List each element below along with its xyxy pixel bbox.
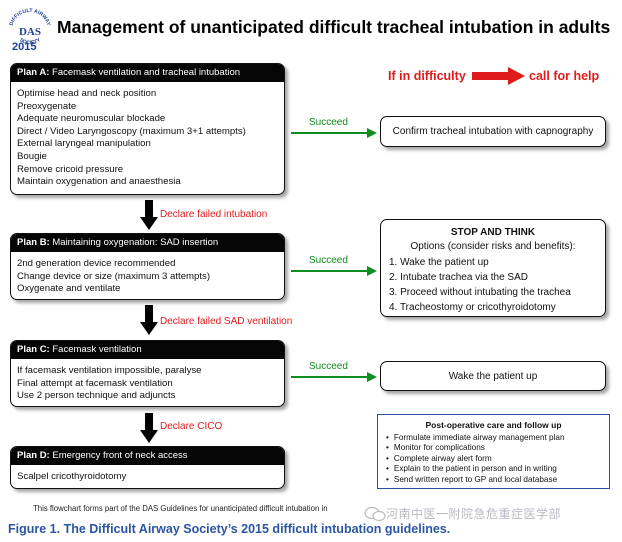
plan-a-box: Plan A: Facemask ventilation and trachea… [10, 63, 285, 195]
post-operative-item: Formulate immediate airway management pl… [386, 433, 609, 443]
down-arrow-c-d-icon [140, 413, 158, 443]
watermark: 河南中医一附院急危重症医学部 [364, 505, 561, 522]
logo-year: 2015 [12, 41, 37, 53]
plan-a-label: Plan A: [17, 67, 50, 78]
plan-a-items: Optimise head and neck position Preoxyge… [11, 82, 284, 189]
plan-b-item: Change device or size (maximum 3 attempt… [17, 270, 211, 282]
stop-and-think-subtitle: Options (consider risks and benefits): [410, 241, 576, 252]
post-operative-item: Send written report to GP and local data… [386, 475, 609, 485]
svg-text:SOCIETY: SOCIETY [18, 37, 42, 46]
confirm-capnography-text: Confirm tracheal intubation with capnogr… [392, 126, 594, 137]
plan-d-title: Emergency front of neck access [52, 450, 188, 461]
plan-a-item: External laryngeal manipulation [17, 138, 151, 150]
stop-option: 3. Proceed without intubating the trache… [389, 287, 571, 298]
confirm-capnography-box: Confirm tracheal intubation with capnogr… [380, 116, 606, 147]
post-operative-item: Monitor for complications [386, 443, 609, 453]
plan-d-item: Scalpel cricothyroidotomy [17, 471, 127, 482]
plan-c-items: If facemask ventilation impossible, para… [11, 359, 284, 403]
plan-c-label: Plan C: [17, 344, 50, 355]
declare-failed-intubation-label: Declare failed intubation [160, 209, 268, 220]
down-arrow-b-c-icon [140, 305, 158, 335]
stop-and-think-title: STOP AND THINK [450, 227, 536, 238]
plan-a-item: Remove cricoid pressure [17, 163, 124, 175]
plan-d-label: Plan D: [17, 450, 50, 461]
figure-caption: Figure 1. The Difficult Airway Society’s… [8, 522, 451, 536]
succeed-a-arrow-icon [291, 128, 377, 138]
stop-options-list: 1. Wake the patient up 2. Intubate trach… [381, 252, 605, 315]
succeed-c-arrow-icon [291, 372, 377, 382]
succeed-b-arrow-icon [291, 266, 377, 276]
plan-a-item: Adequate neuromuscular blockade [17, 113, 166, 125]
plan-b-item: Oxygenate and ventilate [17, 283, 121, 295]
plan-a-item: Preoxygenate [17, 100, 77, 112]
stop-option: 2. Intubate trachea via the SAD [389, 272, 528, 283]
succeed-a-label: Succeed [309, 117, 348, 128]
plan-b-box: Plan B: Maintaining oxygenation: SAD ins… [10, 233, 285, 300]
post-operative-item: Complete airway alert form [386, 454, 609, 464]
call-for-help-arrow-icon [472, 67, 525, 85]
stop-option: 1. Wake the patient up [389, 257, 489, 268]
plan-c-item: Final attempt at facemask ventilation [17, 377, 173, 389]
plan-b-items: 2nd generation device recommended Change… [11, 252, 284, 296]
plan-a-header: Plan A: Facemask ventilation and trachea… [11, 64, 284, 82]
plan-c-item: If facemask ventilation impossible, para… [17, 365, 202, 376]
plan-b-header: Plan B: Maintaining oxygenation: SAD ins… [11, 234, 284, 252]
succeed-c-label: Succeed [309, 361, 348, 372]
plan-d-box: Plan D: Emergency front of neck access S… [10, 446, 285, 489]
svg-text:DAS: DAS [19, 26, 41, 38]
plan-d-items: Scalpel cricothyroidotomy [11, 465, 284, 484]
stop-and-think-box: STOP AND THINK Options (consider risks a… [380, 219, 606, 317]
post-operative-box: Post-operative care and follow up Formul… [377, 414, 610, 489]
difficulty-left-text: If in difficulty [388, 69, 466, 83]
plan-b-title: Maintaining oxygenation: SAD insertion [52, 237, 219, 248]
plan-b-item: 2nd generation device recommended [17, 258, 176, 269]
plan-c-item: Use 2 person technique and adjuncts [17, 390, 176, 402]
stop-option: 4. Tracheostomy or cricothyroidotomy [389, 302, 556, 313]
post-operative-item: Explain to the patient in person and in … [386, 464, 609, 474]
watermark-text: 河南中医一附院急危重症医学部 [386, 507, 562, 521]
declare-cico-label: Declare CICO [160, 421, 223, 432]
page-title: Management of unanticipated difficult tr… [57, 17, 611, 37]
das-logo-icon: DIFFICULT AIRWAY SOCIETY DAS [9, 8, 52, 47]
plan-a-item: Optimise head and neck position [17, 88, 157, 99]
plan-d-header: Plan D: Emergency front of neck access [11, 447, 284, 465]
plan-b-label: Plan B: [17, 237, 50, 248]
plan-a-item: Maintain oxygenation and anaesthesia [17, 176, 181, 188]
plan-a-item: Direct / Video Laryngoscopy (maximum 3+1… [17, 125, 246, 137]
wake-patient-box: Wake the patient up [380, 361, 606, 391]
down-arrow-a-b-icon [140, 200, 158, 230]
post-operative-title: Post-operative care and follow up [425, 420, 562, 430]
wake-patient-text: Wake the patient up [448, 370, 538, 382]
wechat-icon [364, 506, 386, 521]
plan-a-title: Facemask ventilation and tracheal intuba… [52, 67, 241, 78]
plan-c-box: Plan C: Facemask ventilation If facemask… [10, 340, 285, 407]
post-operative-list: Formulate immediate airway management pl… [378, 433, 609, 485]
plan-c-header: Plan C: Facemask ventilation [11, 341, 284, 359]
declare-failed-sad-label: Declare failed SAD ventilation [160, 316, 293, 327]
difficulty-right-text: call for help [529, 69, 600, 83]
svg-text:DIFFICULT AIRWAY: DIFFICULT AIRWAY [9, 8, 52, 27]
footnote: This flowchart forms part of the DAS Gui… [33, 504, 328, 513]
plan-a-item: Bougie [17, 150, 47, 162]
plan-c-title: Facemask ventilation [52, 344, 142, 355]
succeed-b-label: Succeed [309, 255, 348, 266]
